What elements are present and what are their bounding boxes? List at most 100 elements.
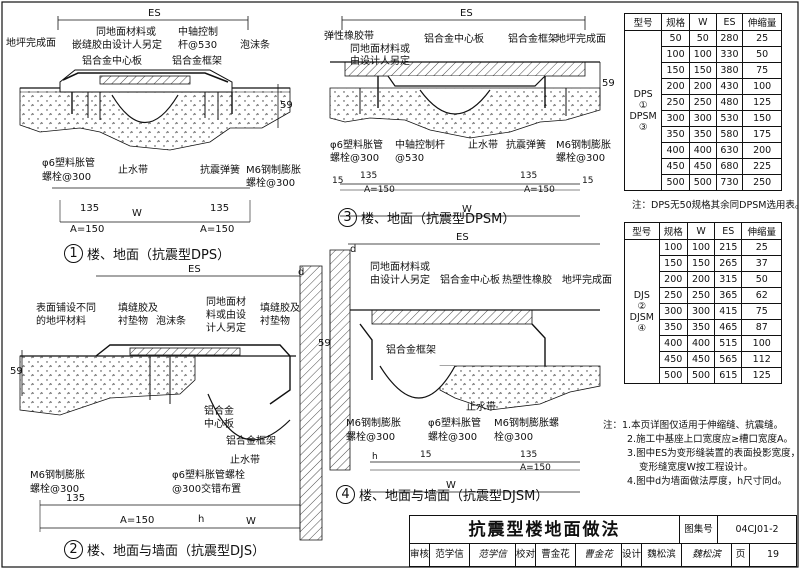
d2-dim-h: h xyxy=(198,514,205,525)
note-line: 变形缝宽度W按工程设计。 xyxy=(639,462,753,473)
d3-floor-finish: 地坪完成面 xyxy=(556,34,606,45)
table-cell: 500 xyxy=(688,174,717,191)
table-cell: 350 xyxy=(658,319,688,336)
col-header-expansion: 伸缩量 xyxy=(741,222,782,240)
table-cell: 200 xyxy=(686,271,716,288)
table-cell: 150 xyxy=(661,62,690,79)
table-cell: 112 xyxy=(741,351,782,368)
table-header-row: 型号 规格 W ES 伸缩量 xyxy=(623,13,782,31)
table-cell: 400 xyxy=(688,142,717,159)
table-cell: 480 xyxy=(715,94,744,111)
table-cell: 250 xyxy=(661,94,690,111)
col-header-model: 型号 xyxy=(624,222,660,240)
table-cell: 215 xyxy=(714,239,743,256)
designer-name: 魏松滨 xyxy=(642,544,682,566)
d1-m6-bolt-2: 螺栓@300 xyxy=(246,178,296,189)
note-line: 4.图中d为墙面做法厚度，h尺寸同d。 xyxy=(627,476,788,487)
design-label: 设计 xyxy=(622,544,642,566)
designer-signature: 魏松滨 xyxy=(682,544,732,566)
table-cell: 350 xyxy=(686,319,716,336)
d3-dim-15-right: 15 xyxy=(582,176,594,186)
d4-m6-bolt-r-2: 栓@300 xyxy=(494,432,534,443)
d4-frame: 铝合金框架 xyxy=(386,345,436,356)
table-cell: 250 xyxy=(658,287,688,304)
table-cell: 330 xyxy=(715,46,744,63)
col-header-es: ES xyxy=(714,222,743,240)
d3-anchor-pipe-2: 螺栓@300 xyxy=(330,153,380,164)
d3-dim-15: 15 xyxy=(332,176,344,186)
col-header-spec: 规格 xyxy=(658,222,688,240)
detail-1-title-text: 楼、地面（抗震型DPS） xyxy=(87,248,231,263)
d3-center-plate: 铝合金中心板 xyxy=(424,34,484,45)
table-cell: 100 xyxy=(658,239,688,256)
d4-m6-bolt-l-2: 螺栓@300 xyxy=(346,432,396,443)
detail-3-title-text: 楼、地面（抗震型DPSM） xyxy=(361,212,516,227)
table-cell: 300 xyxy=(658,303,688,320)
model-name: ③ xyxy=(638,121,648,133)
d4-dim-a: A=150 xyxy=(520,463,551,473)
d2-filler-r: 填缝胶及 xyxy=(260,303,300,314)
atlas-number: 04CJ01-2 xyxy=(718,516,796,544)
table-cell: 430 xyxy=(715,78,744,95)
table-cell: 500 xyxy=(658,367,688,384)
d2-same-material: 同地面材 xyxy=(206,297,246,308)
table-cell: 50 xyxy=(661,30,690,47)
d2-dim-a: A=150 xyxy=(120,515,155,526)
table-cell: 400 xyxy=(658,335,688,352)
d1-seismic-spring: 抗震弹簧 xyxy=(200,165,240,176)
d3-m6-bolt: M6钢制膨胀 xyxy=(556,140,611,151)
table-cell: 200 xyxy=(688,78,717,95)
title-block: 抗震型楼地面做法 图集号 04CJ01-2 审核 范学信 范学信 校对 曹金花 … xyxy=(409,515,797,567)
table-cell: 300 xyxy=(688,110,717,127)
table-cell: 100 xyxy=(686,239,716,256)
table-cell: 300 xyxy=(661,110,690,127)
d2-frame: 铝合金框架 xyxy=(226,436,276,447)
detail-4-drawing xyxy=(329,243,601,493)
table-cell: 280 xyxy=(715,30,744,47)
table-cell: 150 xyxy=(686,255,716,272)
d2-dim-w: W xyxy=(246,516,256,527)
table-cell: 380 xyxy=(715,62,744,79)
d2-dim-59: 59 xyxy=(10,366,23,377)
d2-same-material-3: 计人另定 xyxy=(206,323,246,334)
d4-m6-bolt-r: M6钢制膨胀螺 xyxy=(494,418,559,429)
d2-filler: 填缝胶及 xyxy=(118,303,158,314)
checker-signature: 曹金花 xyxy=(576,544,622,566)
table-cell: 350 xyxy=(688,126,717,143)
d3-dim-a-right: A=150 xyxy=(524,185,555,195)
table-cell: 150 xyxy=(688,62,717,79)
col-header-expansion: 伸缩量 xyxy=(742,13,782,31)
note-line: 注：1.本页详图仅适用于伸缩缝、抗震缝。 xyxy=(603,420,784,431)
table-cell: 500 xyxy=(661,174,690,191)
d1-dim-w: W xyxy=(132,208,142,219)
d1-floor-finish: 地坪完成面 xyxy=(6,38,56,49)
d2-dim-135: 135 xyxy=(66,493,86,504)
table-cell: 125 xyxy=(741,367,782,384)
table-cell: 500 xyxy=(686,367,716,384)
d1-pivot-rod: 中轴控制 xyxy=(178,27,218,38)
model-name: ① xyxy=(638,99,648,111)
d2-waterstop: 止水带 xyxy=(230,455,260,466)
d4-m6-bolt-l: M6钢制膨胀 xyxy=(346,418,401,429)
d4-same-material: 同地面材料或 xyxy=(370,262,430,273)
d3-dim-es: ES xyxy=(460,8,473,19)
d4-dim-es: ES xyxy=(456,232,469,243)
atlas-label: 图集号 xyxy=(680,516,718,544)
detail-1-title: 1 楼、地面（抗震型DPS） xyxy=(64,244,230,263)
d1-anchor-pipe: φ6塑料胀管 xyxy=(42,158,95,169)
detail-1-number: 1 xyxy=(64,244,83,263)
d2-surface-note: 表面铺设不同 xyxy=(36,303,96,314)
table-cell: 515 xyxy=(714,335,743,352)
d4-dim-w: W xyxy=(446,480,456,491)
note-line: 2.施工中基座上口宽度应≥槽口宽度A。 xyxy=(627,434,794,445)
table-cell: 580 xyxy=(715,126,744,143)
model-name: DJS xyxy=(633,289,650,301)
table-cell: 225 xyxy=(742,158,782,175)
table-cell: 350 xyxy=(661,126,690,143)
